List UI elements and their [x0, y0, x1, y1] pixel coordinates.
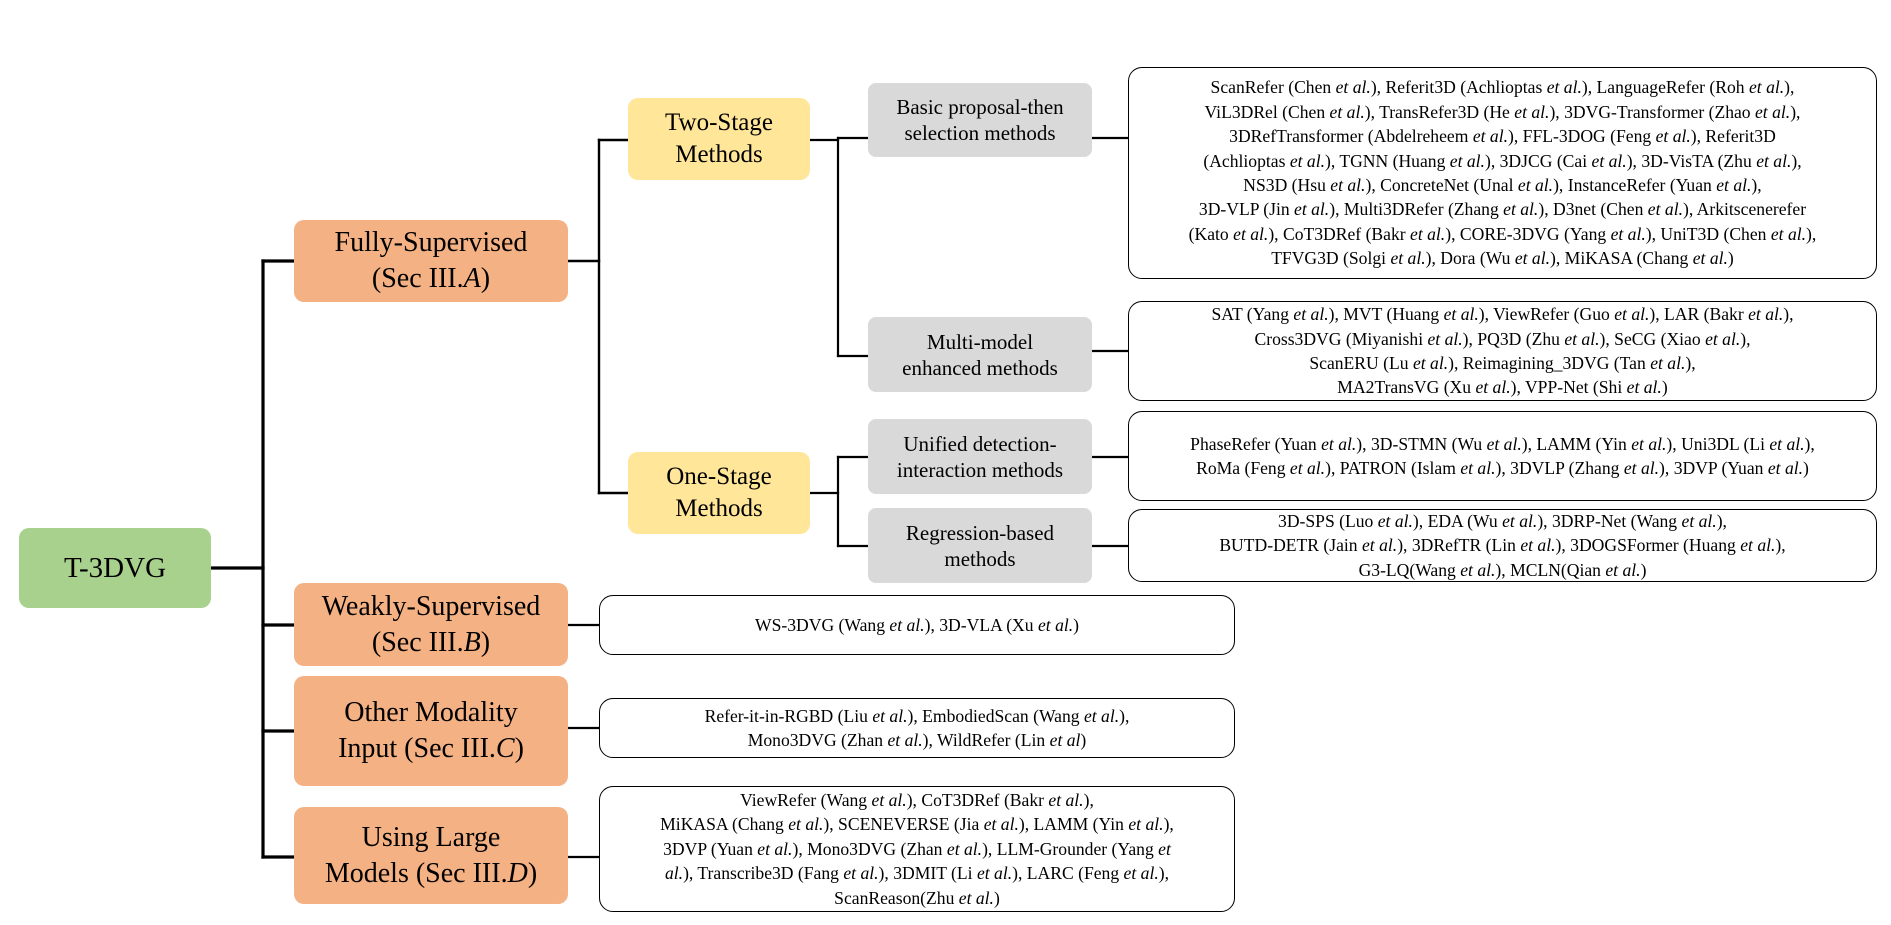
reference-line: WS-3DVG (Wang et al.), 3D-VLA (Xu et al.…	[754, 614, 1080, 635]
one-stage-node: One-Stage Methods	[628, 452, 810, 534]
regression-based-refs: 3D-SPS (Luo et al.), EDA (Wu et al.), 3D…	[1128, 509, 1877, 582]
large-models-label: Using Large Models (Sec III.D)	[324, 821, 538, 889]
reference-line: ScanReason(Zhu et al.)	[834, 887, 1000, 908]
basic-proposal-refs: ScanRefer (Chen et al.), Referit3D (Achl…	[1128, 67, 1877, 279]
large-models-node: Using Large Models (Sec III.D)	[294, 807, 568, 904]
reference-line: ScanRefer (Chen et al.), Referit3D (Achl…	[1210, 77, 1795, 98]
reference-line: 3DRefTransformer (Abdelreheem et al.), F…	[1229, 126, 1776, 147]
reference-line: NS3D (Hsu et al.), ConcreteNet (Unal et …	[1243, 175, 1762, 195]
reference-line: G3-LQ(Wang et al.), MCLN(Qian et al.)	[1358, 559, 1647, 580]
reference-line: MiKASA (Chang et al.), SCENEVERSE (Jia e…	[660, 814, 1174, 835]
reference-line: BUTD-DETR (Jain et al.), 3DRefTR (Lin et…	[1219, 535, 1786, 556]
reference-line: MA2TransVG (Xu et al.), VPP-Net (Shi et …	[1337, 377, 1668, 398]
section-ref: (Sec III.A)	[371, 263, 491, 294]
weakly-supervised-node: Weakly-Supervised (Sec III.B)	[294, 583, 568, 666]
other-modality-label: Other Modality Input (Sec III.C)	[338, 697, 524, 764]
reference-line: 3D-SPS (Luo et al.), EDA (Wu et al.), 3D…	[1278, 510, 1727, 531]
weakly-supervised-refs: WS-3DVG (Wang et al.), 3D-VLA (Xu et al.…	[599, 595, 1235, 655]
reference-line: ViL3DRel (Chen et al.), TransRefer3D (He…	[1204, 101, 1801, 122]
fully-supervised-node: Fully-Supervised (Sec III.A)	[294, 220, 568, 302]
reference-line: 3D-VLP (Jin et al.), Multi3DRefer (Zhang…	[1198, 199, 1807, 220]
root-label: T-3DVG	[63, 551, 167, 584]
reference-line: Cross3DVG (Miyanishi et al.), PQ3D (Zhu …	[1254, 328, 1751, 349]
reference-line: (Kato et al.), CoT3DRef (Bakr et al.), C…	[1188, 223, 1817, 244]
other-modality-node: Other Modality Input (Sec III.C)	[294, 676, 568, 786]
two-stage-node: Two-Stage Methods	[628, 98, 810, 180]
basic-proposal-node: Basic proposal-then selection methods	[868, 83, 1092, 157]
reference-line: RoMa (Feng et al.), PATRON (Islam et al.…	[1196, 458, 1809, 478]
reference-line: (Achlioptas et al.), TGNN (Huang et al.)…	[1203, 150, 1802, 171]
other-modality-refs: Refer-it-in-RGBD (Liu et al.), EmbodiedS…	[599, 698, 1235, 758]
reference-line: ViewRefer (Wang et al.), CoT3DRef (Bakr …	[740, 789, 1094, 810]
reference-line: Mono3DVG (Zhan et al.), WildRefer (Lin e…	[747, 730, 1087, 750]
unified-detection-node: Unified detection- interaction methods	[868, 419, 1092, 494]
regression-based-node: Regression-based methods	[868, 508, 1092, 583]
reference-line: SAT (Yang et al.), MVT (Huang et al.), V…	[1211, 304, 1794, 325]
reference-line: PhaseRefer (Yuan et al.), 3D-STMN (Wu et…	[1190, 433, 1815, 454]
one-stage-label: One-Stage Methods	[666, 463, 772, 522]
reference-line: Refer-it-in-RGBD (Liu et al.), EmbodiedS…	[704, 705, 1130, 726]
reference-line: TFVG3D (Solgi et al.), Dora (Wu et al.),…	[1271, 248, 1734, 269]
two-stage-label: Two-Stage Methods	[665, 109, 773, 168]
reference-line: 3DVP (Yuan et al.), Mono3DVG (Zhan et al…	[663, 838, 1171, 859]
reference-line: al.), Transcribe3D (Fang et al.), 3DMIT …	[664, 863, 1169, 884]
fully-supervised-label: Fully-Supervised (Sec III.A)	[335, 225, 528, 297]
reference-line: ScanERU (Lu et al.), Reimagining_3DVG (T…	[1309, 353, 1696, 373]
multi-model-refs: SAT (Yang et al.), MVT (Huang et al.), V…	[1128, 301, 1877, 401]
multi-model-node: Multi-model enhanced methods	[868, 317, 1092, 392]
weakly-supervised-label: Weakly-Supervised (Sec III.B)	[321, 590, 541, 658]
root-node: T-3DVG	[19, 528, 211, 608]
large-models-refs: ViewRefer (Wang et al.), CoT3DRef (Bakr …	[599, 786, 1235, 912]
unified-detection-refs: PhaseRefer (Yuan et al.), 3D-STMN (Wu et…	[1128, 411, 1877, 501]
